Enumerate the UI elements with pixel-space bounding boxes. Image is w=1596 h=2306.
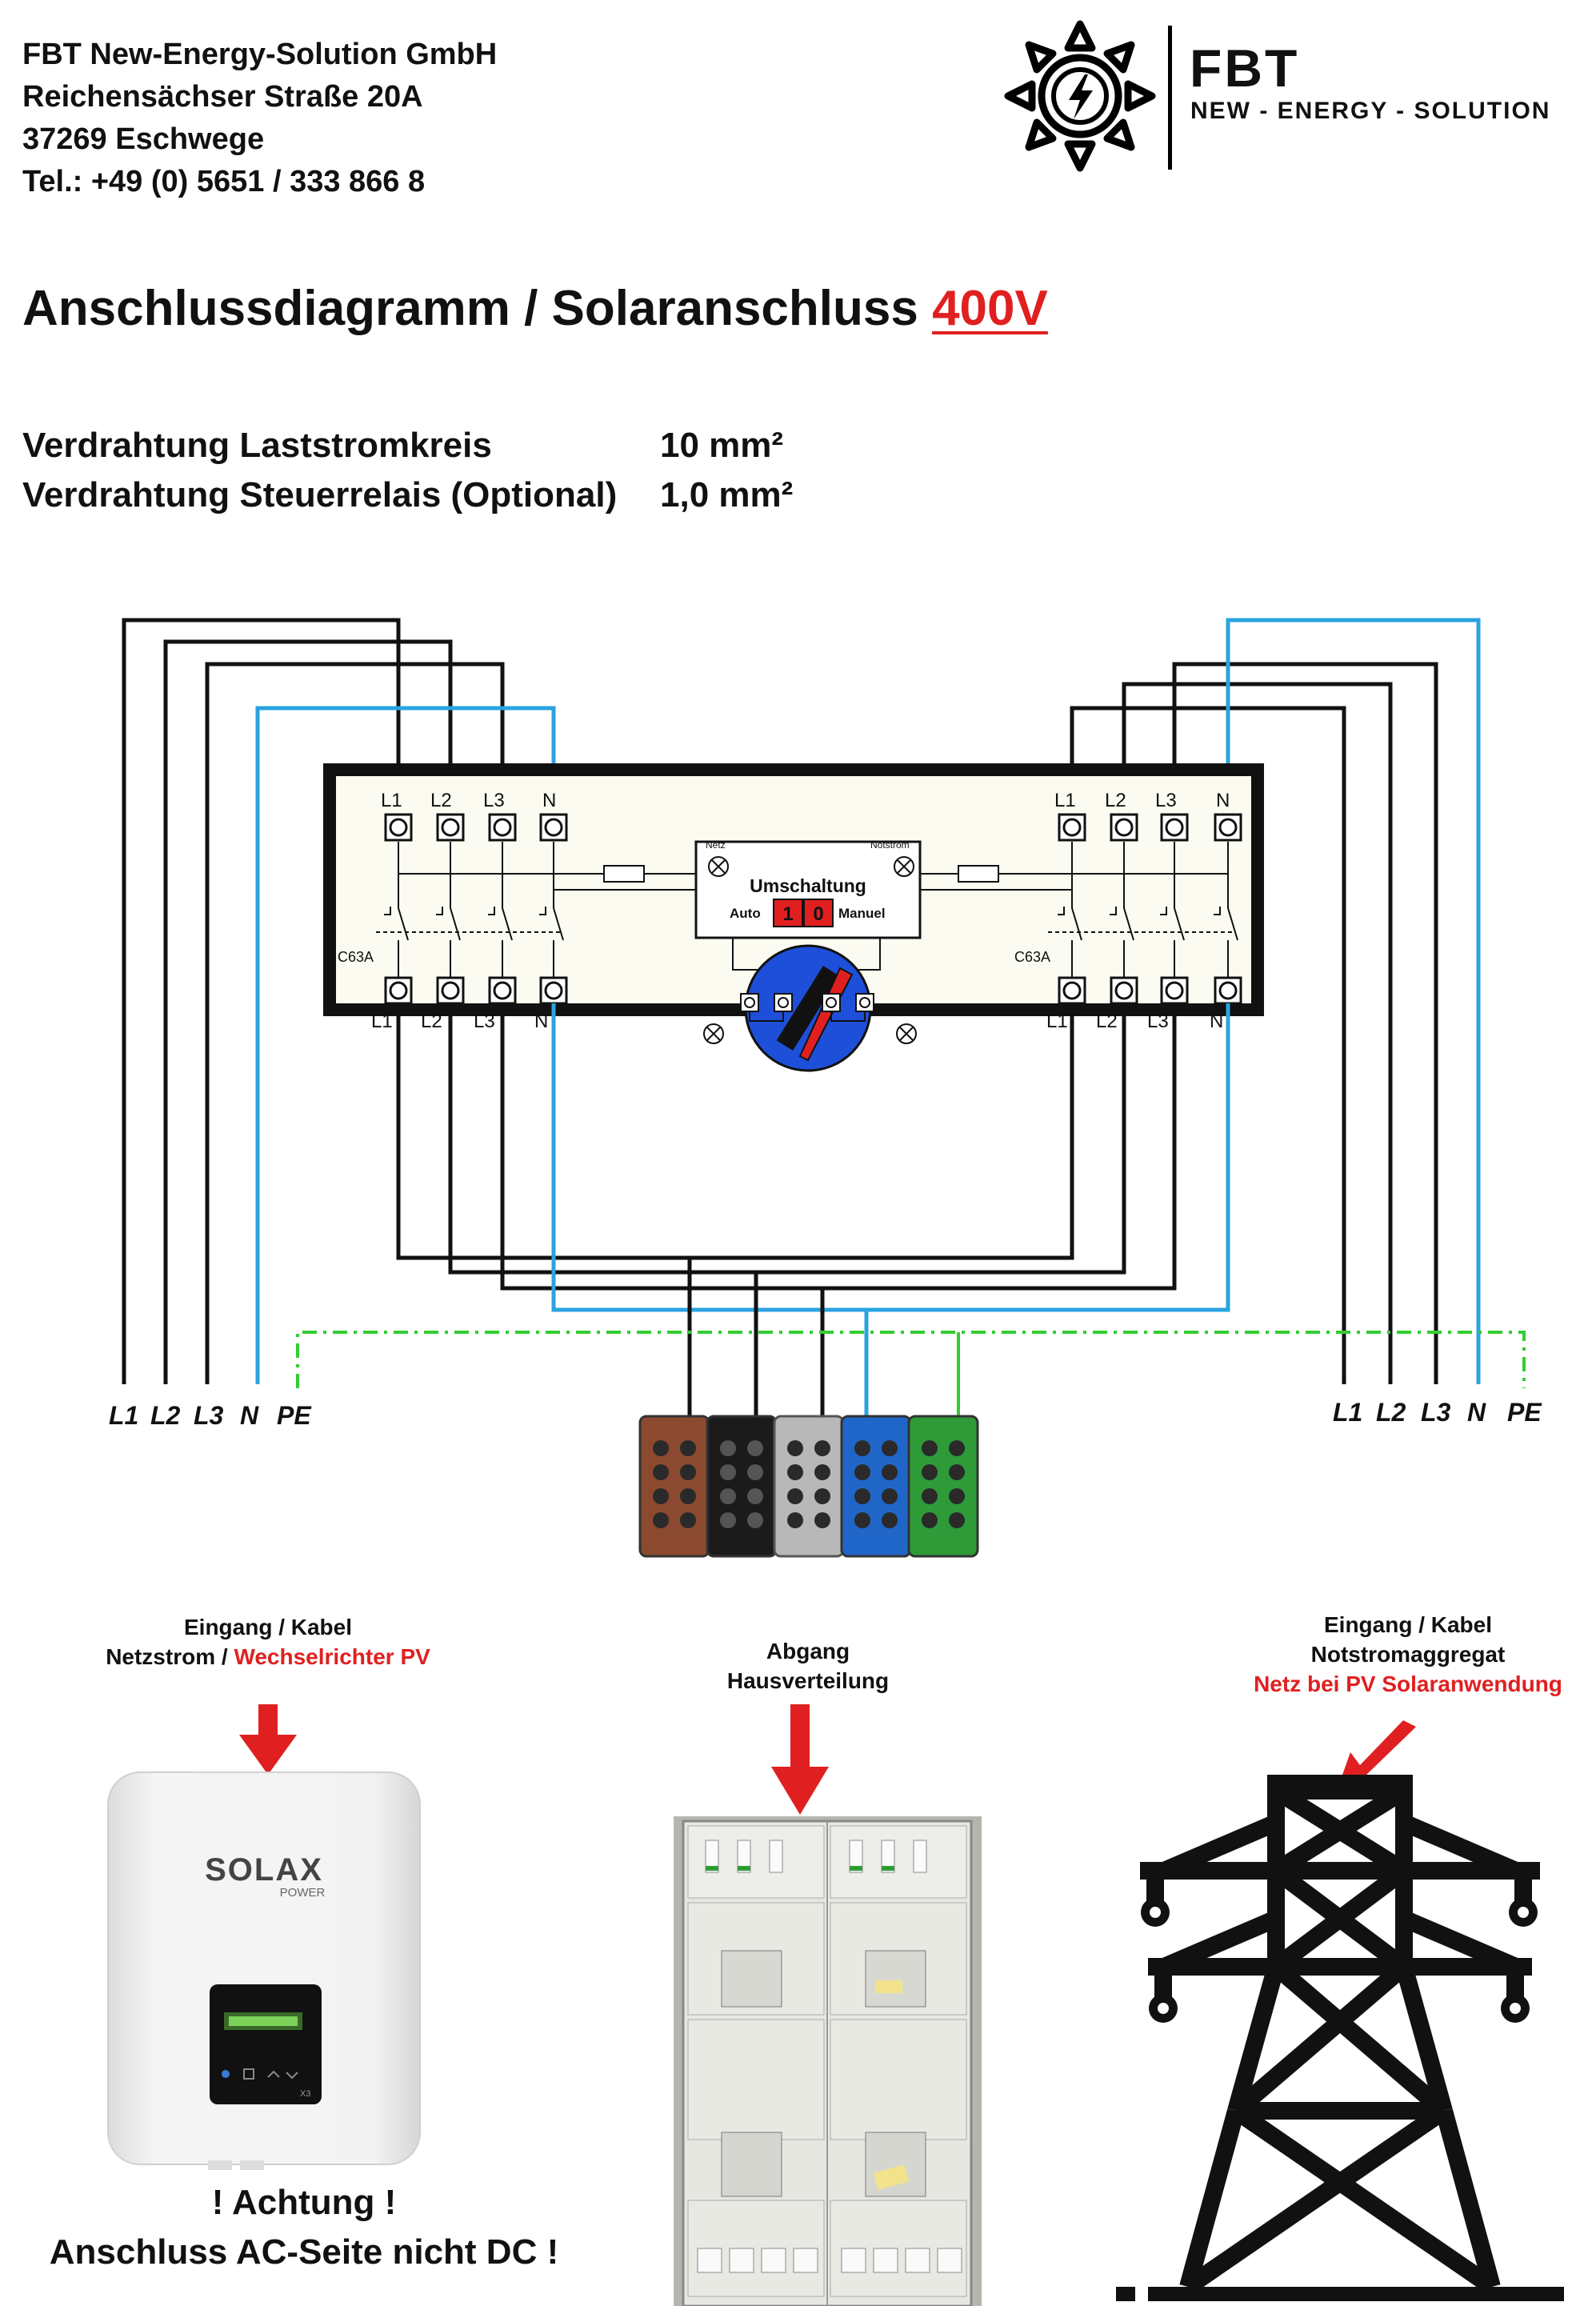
company-street: Reichensächser Straße 20A	[22, 80, 423, 114]
top-term-label-left-n: N	[542, 790, 556, 811]
switch-pos-1	[773, 899, 803, 927]
switch-1-label: 1	[782, 903, 793, 925]
spec-value-relay: 1,0 mm²	[660, 475, 794, 514]
terminal-block-grey	[773, 1415, 845, 1558]
fuse-left-icon	[603, 865, 645, 883]
top-term-label-right-l1: L1	[1054, 790, 1076, 811]
terminal-block-brown	[638, 1415, 710, 1558]
label-left-l2: L2	[150, 1401, 181, 1430]
label-left-l3: L3	[194, 1401, 224, 1430]
bottom-terminals	[384, 976, 1242, 1005]
top-term-label-right-l2: L2	[1105, 790, 1126, 811]
bot-term-label-left-l1: L1	[371, 1011, 393, 1032]
top-terminals	[384, 813, 1242, 842]
caption-right-line3: Netz bei PV Solaranwendung	[1254, 1671, 1562, 1696]
bot-term-label-right-l3: L3	[1147, 1011, 1169, 1032]
panel-notstrom-label: Notstrom	[870, 839, 910, 851]
inverter-sub: POWER	[280, 1886, 326, 1900]
company-phone: Tel.: +49 (0) 5651 / 333 866 8	[22, 165, 426, 198]
top-term-label-right-l3: L3	[1155, 790, 1177, 811]
pe-wire	[296, 1331, 1526, 1388]
inverter-image: SOLAX POWER X3	[107, 1772, 421, 2170]
label-right-l1: L1	[1333, 1398, 1362, 1427]
label-left-pe: PE	[277, 1401, 312, 1430]
bot-term-label-right-l1: L1	[1046, 1011, 1068, 1032]
breaker-label-left: C63A	[338, 949, 374, 965]
warning-box: ! Achtung ! Anschluss AC-Seite nicht DC …	[0, 2178, 608, 2277]
logo-tagline: NEW - ENERGY - SOLUTION	[1190, 98, 1551, 124]
caption-center: Abgang Hausverteilung	[632, 1636, 984, 1695]
inverter-model: X3	[300, 2089, 310, 2099]
terminal-block-green	[907, 1415, 979, 1558]
caption-left-line1: Eingang / Kabel	[183, 1615, 353, 1639]
top-term-label-left-l3: L3	[483, 790, 505, 811]
panel-title: Umschaltung	[750, 875, 866, 896]
sun-lightning-icon	[1004, 20, 1156, 172]
fuse-right-icon	[958, 865, 999, 883]
company-address: FBT New-Energy-Solution GmbH Reichensäch…	[22, 34, 497, 203]
caption-center-line2: Hausverteilung	[726, 1668, 890, 1693]
caption-left-line2a: Netzstrom /	[106, 1644, 234, 1669]
logo-divider	[1168, 26, 1172, 170]
bot-term-label-right-l2: L2	[1096, 1011, 1118, 1032]
caption-right-line1: Eingang / Kabel	[1323, 1612, 1493, 1637]
title-voltage: 400V	[932, 281, 1048, 336]
right-input-wires	[1070, 618, 1481, 1384]
rotary-knob-icon	[744, 944, 872, 1072]
spec-label-load: Verdrahtung Laststromkreis	[22, 426, 492, 465]
warning-line1: ! Achtung !	[211, 2183, 397, 2222]
spec-label-relay: Verdrahtung Steuerrelais (Optional)	[22, 475, 618, 514]
bot-term-label-right-n: N	[1210, 1011, 1223, 1032]
caption-right: Eingang / Kabel Notstromaggregat Netz be…	[1224, 1610, 1592, 1699]
control-terminals	[740, 993, 874, 1012]
wiring-diagram: L1 L2 L3 N L1 L2 L3 N	[109, 618, 1542, 1558]
logo-short: FBT	[1190, 38, 1300, 98]
top-term-label-left-l2: L2	[430, 790, 452, 811]
panel-netz-label: Netz	[706, 839, 726, 851]
panel-auto-label: Auto	[730, 906, 761, 921]
panel-manuel-label: Manuel	[838, 906, 886, 921]
top-term-label-left-l1: L1	[381, 790, 402, 811]
notstrom-lamp-icon	[894, 856, 914, 877]
arrow-down-center-icon	[771, 1704, 829, 1815]
top-term-label-right-n: N	[1216, 790, 1230, 811]
label-right-l3: L3	[1421, 1398, 1451, 1427]
company-city: 37269 Eschwege	[22, 122, 265, 156]
label-right-l2: L2	[1376, 1398, 1406, 1427]
caption-right-line2: Notstromaggregat	[1310, 1642, 1506, 1667]
terminal-block-blue	[840, 1415, 912, 1558]
caption-center-line1: Abgang	[766, 1639, 850, 1663]
terminal-blocks	[638, 1415, 979, 1558]
spec-value-load: 10 mm²	[660, 426, 784, 465]
inverter-brand: SOLAX	[205, 1852, 323, 1888]
output-wires	[396, 1003, 1230, 1420]
label-right-pe: PE	[1507, 1398, 1542, 1427]
bot-term-label-left-l3: L3	[474, 1011, 495, 1032]
switch-pos-0	[803, 899, 834, 927]
caption-left: Eingang / Kabel Netzstrom / Wechselricht…	[24, 1612, 512, 1671]
label-right-n: N	[1467, 1398, 1486, 1427]
caption-left-line2b: Wechselrichter PV	[234, 1644, 430, 1669]
warning-line2: Anschluss AC-Seite nicht DC !	[49, 2232, 559, 2272]
arrow-down-left-icon	[239, 1704, 297, 1775]
netz-lamp-icon	[708, 856, 729, 877]
switch-0-label: 0	[813, 903, 823, 925]
terminal-block-black	[706, 1415, 778, 1558]
label-left-l1: L1	[109, 1401, 138, 1430]
bot-term-label-left-l2: L2	[421, 1011, 442, 1032]
title-main: Anschlussdiagramm / Solaranschluss	[22, 281, 933, 336]
company-name: FBT New-Energy-Solution GmbH	[22, 38, 498, 71]
label-left-n: N	[240, 1401, 259, 1430]
page-title: Anschlussdiagramm / Solaranschluss 400V	[22, 281, 1048, 336]
bot-term-label-left-n: N	[534, 1011, 548, 1032]
distribution-cabinet-image	[674, 1816, 982, 2306]
breaker-label-right: C63A	[1014, 949, 1050, 965]
power-tower-icon	[1116, 1775, 1564, 2301]
